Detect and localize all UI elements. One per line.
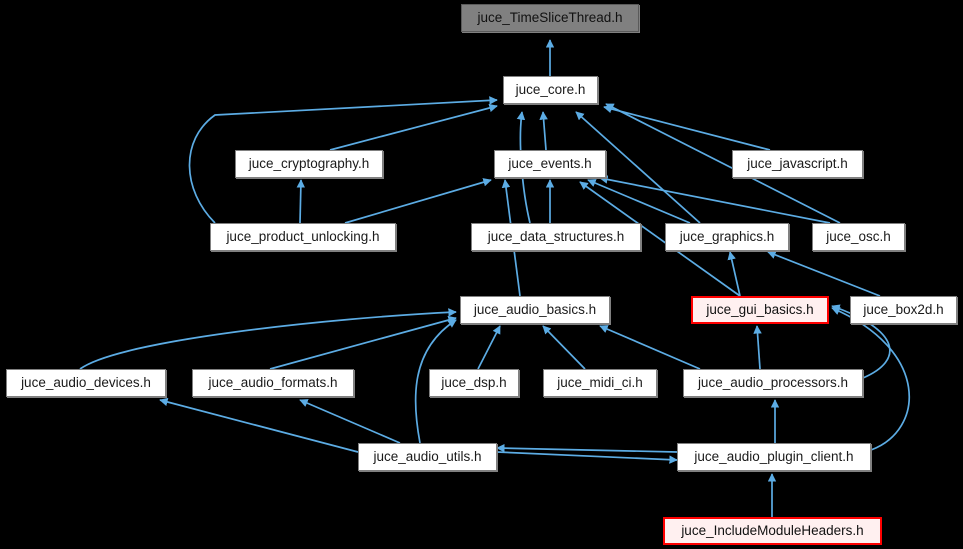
edge-gui_basics-to-graphics xyxy=(727,251,741,297)
node-label: juce_cryptography.h xyxy=(248,156,370,172)
node-label: juce_graphics.h xyxy=(679,229,775,245)
node-core[interactable]: juce_core.h xyxy=(503,76,598,104)
edge-box2d-to-graphics xyxy=(767,250,881,297)
edge-cryptography-to-core xyxy=(329,103,498,151)
node-audio_utils[interactable]: juce_audio_utils.h xyxy=(358,443,497,471)
edge-audio_processors-to-gui_basics xyxy=(753,325,762,370)
edge-audio_utils-to-audio_devices xyxy=(159,397,359,453)
edge-plugin_client-to-audio_utils xyxy=(496,443,678,453)
node-label: juce_audio_utils.h xyxy=(373,449,482,465)
edge-graphics-to-events xyxy=(587,179,691,224)
node-events[interactable]: juce_events.h xyxy=(494,150,606,178)
edge-audio_utils-to-audio_basics xyxy=(414,319,457,444)
edge-product_unlocking-to-events xyxy=(344,178,492,224)
node-label: juce_box2d.h xyxy=(863,302,944,318)
node-label: juce_midi_ci.h xyxy=(557,375,643,391)
edge-dsp-to-audio_basics xyxy=(477,325,501,370)
node-label: juce_data_structures.h xyxy=(487,229,625,245)
node-label: juce_dsp.h xyxy=(441,375,507,391)
node-label: juce_audio_processors.h xyxy=(697,375,849,391)
edge-plugin_client-to-gui_basics xyxy=(831,307,911,451)
edge-audio_processors-to-audio_basics xyxy=(599,325,701,370)
node-midi_ci[interactable]: juce_midi_ci.h xyxy=(543,369,657,397)
node-label: juce_core.h xyxy=(515,82,586,98)
node-label: juce_audio_basics.h xyxy=(473,302,597,318)
node-javascript[interactable]: juce_javascript.h xyxy=(732,150,863,178)
edge-audio_formats-to-audio_basics xyxy=(269,315,457,370)
node-box2d[interactable]: juce_box2d.h xyxy=(850,296,957,324)
node-dsp[interactable]: juce_dsp.h xyxy=(429,369,519,397)
node-label: juce_audio_plugin_client.h xyxy=(694,449,854,465)
node-include_module[interactable]: juce_IncludeModuleHeaders.h xyxy=(663,517,882,545)
edge-audio_utils-to-plugin_client xyxy=(496,451,678,464)
node-label: juce_osc.h xyxy=(826,229,891,245)
node-label: juce_IncludeModuleHeaders.h xyxy=(681,523,864,539)
node-timeslicethread[interactable]: juce_TimeSliceThread.h xyxy=(461,4,639,32)
edge-audio_devices-to-audio_basics xyxy=(79,308,457,370)
node-product_unlocking[interactable]: juce_product_unlocking.h xyxy=(210,223,396,251)
edge-osc-to-events xyxy=(599,175,831,224)
edge-audio_utils-to-audio_formats xyxy=(299,399,401,444)
edge-graphics-to-core xyxy=(575,111,701,224)
node-label: juce_javascript.h xyxy=(747,156,848,172)
edge-midi_ci-to-audio_basics xyxy=(542,325,586,370)
edge-osc-to-core xyxy=(605,103,841,224)
node-label: juce_audio_formats.h xyxy=(208,375,338,391)
edge-product_unlocking-to-cryptography xyxy=(296,179,306,224)
edge-gui_basics-to-events xyxy=(579,181,741,297)
node-osc[interactable]: juce_osc.h xyxy=(812,223,905,251)
node-label: juce_gui_basics.h xyxy=(706,302,814,318)
node-plugin_client[interactable]: juce_audio_plugin_client.h xyxy=(677,443,871,471)
node-audio_formats[interactable]: juce_audio_formats.h xyxy=(192,369,354,397)
node-audio_processors[interactable]: juce_audio_processors.h xyxy=(683,369,863,397)
edge-events-to-core xyxy=(539,111,548,151)
node-label: juce_product_unlocking.h xyxy=(226,229,380,245)
node-audio_devices[interactable]: juce_audio_devices.h xyxy=(6,369,166,397)
edge-product_unlocking-to-core xyxy=(188,96,498,224)
node-cryptography[interactable]: juce_cryptography.h xyxy=(235,150,383,178)
node-label: juce_audio_devices.h xyxy=(21,375,151,391)
node-graphics[interactable]: juce_graphics.h xyxy=(665,223,789,251)
edge-javascript-to-core xyxy=(603,104,771,151)
node-data_structures[interactable]: juce_data_structures.h xyxy=(471,223,641,251)
node-label: juce_TimeSliceThread.h xyxy=(477,10,623,26)
node-gui_basics[interactable]: juce_gui_basics.h xyxy=(691,296,829,324)
node-audio_basics[interactable]: juce_audio_basics.h xyxy=(460,296,610,324)
node-label: juce_events.h xyxy=(508,156,592,172)
